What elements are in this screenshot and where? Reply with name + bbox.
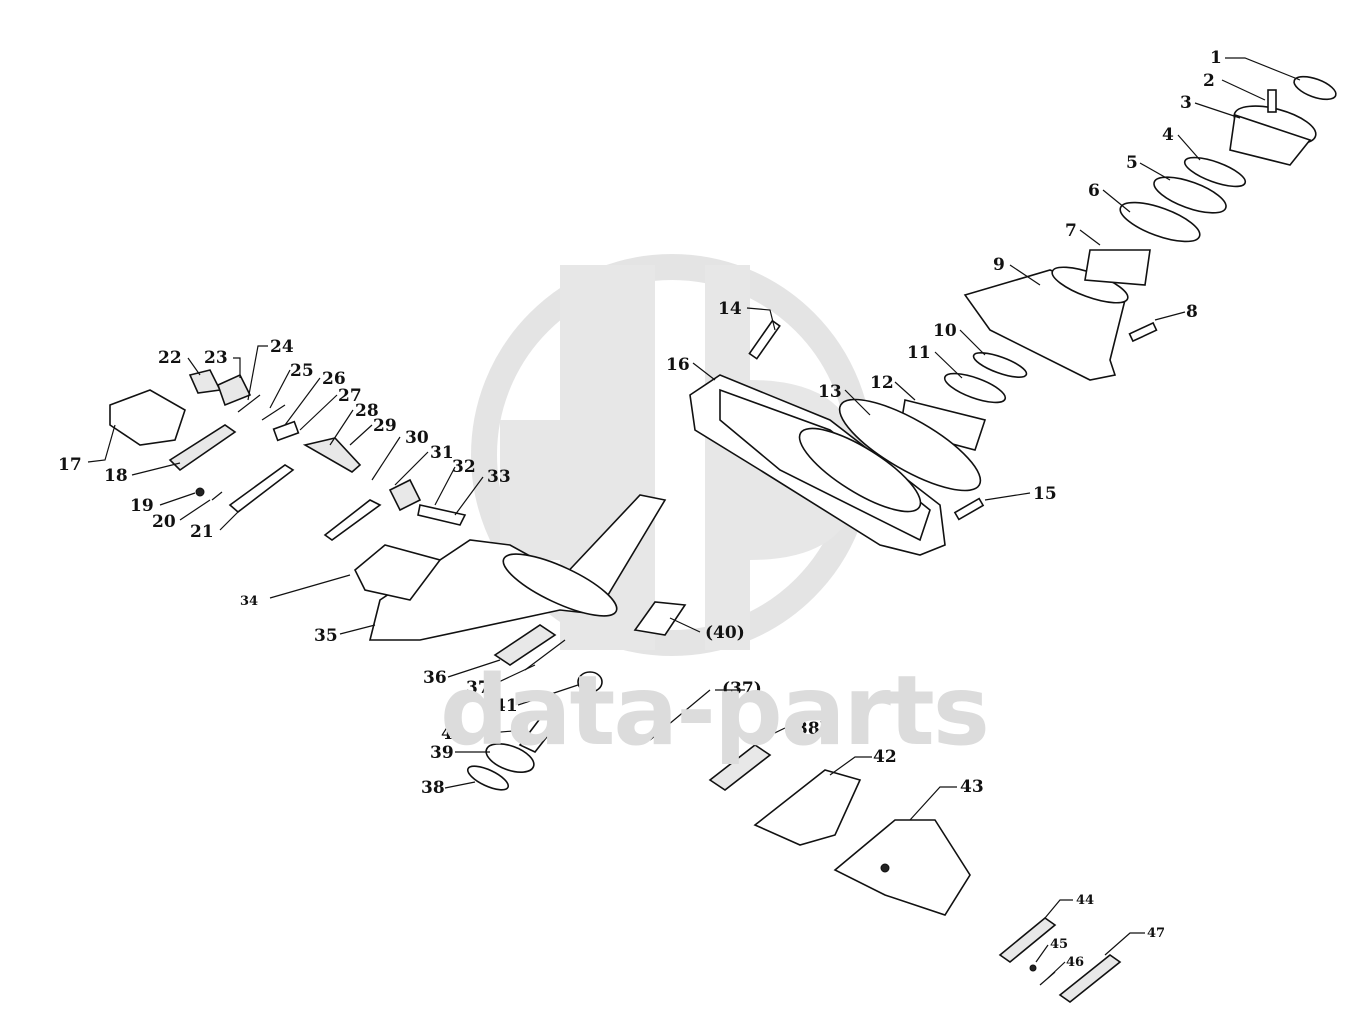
label-4: 4 xyxy=(1162,125,1174,145)
plate-40b xyxy=(633,601,687,636)
label-40: 40 xyxy=(441,724,465,744)
label-26: 26 xyxy=(322,369,346,389)
bar-18 xyxy=(168,424,237,472)
label-2: 2 xyxy=(1203,71,1215,91)
plate-42 xyxy=(753,769,862,846)
plate-43 xyxy=(833,819,971,916)
ring-4 xyxy=(1183,156,1247,188)
label-46: 46 xyxy=(1066,955,1084,970)
label-8: 8 xyxy=(1186,302,1198,322)
label-3: 3 xyxy=(1180,93,1192,113)
label-24: 24 xyxy=(270,337,294,357)
label-30: 30 xyxy=(405,428,429,448)
screw-19 xyxy=(195,487,205,497)
label-15: 15 xyxy=(1033,484,1057,504)
label-40-ref: (40) xyxy=(705,623,745,643)
cap-41 xyxy=(577,671,603,693)
pin-37 xyxy=(524,639,566,671)
shaft-29 xyxy=(302,437,362,473)
label-22: 22 xyxy=(158,348,182,368)
hole-43 xyxy=(880,863,890,873)
ring-38 xyxy=(466,765,510,791)
shaft-housing-35 xyxy=(354,494,667,641)
pin-25 xyxy=(261,404,286,421)
label-13: 13 xyxy=(818,382,842,402)
label-27: 27 xyxy=(338,386,362,406)
label-38-ref: (38) xyxy=(788,719,828,739)
block-27 xyxy=(272,420,300,442)
label-20: 20 xyxy=(152,512,176,532)
label-33: 33 xyxy=(487,467,511,487)
ring-10 xyxy=(972,352,1028,378)
label-11: 11 xyxy=(907,343,931,363)
cap-1 xyxy=(1293,75,1337,101)
label-47: 47 xyxy=(1147,926,1165,941)
label-7: 7 xyxy=(1065,221,1077,241)
label-23: 23 xyxy=(204,348,228,368)
housing-16 xyxy=(689,374,946,556)
pin-24 xyxy=(237,394,261,413)
label-32: 32 xyxy=(452,457,476,477)
seal-6 xyxy=(1119,201,1201,243)
label-35: 35 xyxy=(314,626,338,646)
label-31: 31 xyxy=(430,443,454,463)
leader-lines xyxy=(87,57,1301,979)
label-10: 10 xyxy=(933,321,957,341)
sleeve-7 xyxy=(1084,249,1151,286)
label-28: 28 xyxy=(355,401,379,421)
bolt-8 xyxy=(1128,321,1158,343)
bar-44 xyxy=(998,916,1057,964)
sleeve-40 xyxy=(518,710,562,753)
label-14: 14 xyxy=(718,299,742,319)
gasket-13 xyxy=(838,398,982,492)
label-19: 19 xyxy=(130,496,154,516)
label-36: 36 xyxy=(423,668,447,688)
flange-3 xyxy=(1229,89,1317,166)
label-5: 5 xyxy=(1126,153,1138,173)
bolt-15 xyxy=(953,497,985,521)
label-43: 43 xyxy=(960,777,984,797)
bolt-14 xyxy=(748,319,781,360)
label-44: 44 xyxy=(1076,893,1094,908)
arm-30 xyxy=(323,499,382,541)
nut-22 xyxy=(188,369,222,394)
label-16: 16 xyxy=(666,355,690,375)
watermark-text: data-parts xyxy=(440,655,990,767)
label-29: 29 xyxy=(373,416,397,436)
block-23 xyxy=(217,373,252,407)
label-1: 1 xyxy=(1210,48,1222,68)
pin-37b xyxy=(649,689,711,741)
bearing-5 xyxy=(1153,176,1227,214)
strip-21 xyxy=(228,464,295,514)
label-25: 25 xyxy=(290,361,314,381)
label-21: 21 xyxy=(190,522,214,542)
label-45: 45 xyxy=(1050,937,1068,952)
label-9: 9 xyxy=(993,255,1005,275)
pin-20 xyxy=(211,491,223,501)
label-37: 37 xyxy=(466,678,490,698)
disc-39 xyxy=(485,743,535,773)
label-42: 42 xyxy=(873,747,897,767)
plate-17 xyxy=(109,389,186,446)
label-18: 18 xyxy=(104,466,128,486)
spring-31 xyxy=(388,478,422,512)
pin-32-33 xyxy=(417,504,467,526)
label-17: 17 xyxy=(58,455,82,475)
label-41: 41 xyxy=(494,696,518,716)
label-34: 34 xyxy=(240,594,258,609)
label-38: 38 xyxy=(421,778,445,798)
label-37-ref: (37) xyxy=(722,679,762,699)
brake-38b xyxy=(708,744,772,791)
label-6: 6 xyxy=(1088,181,1100,201)
label-39: 39 xyxy=(430,743,454,763)
brake-36 xyxy=(493,624,557,666)
label-12: 12 xyxy=(870,373,894,393)
ring-11 xyxy=(943,372,1007,404)
screw-45 xyxy=(1029,964,1037,972)
bar-47 xyxy=(1058,954,1122,1003)
